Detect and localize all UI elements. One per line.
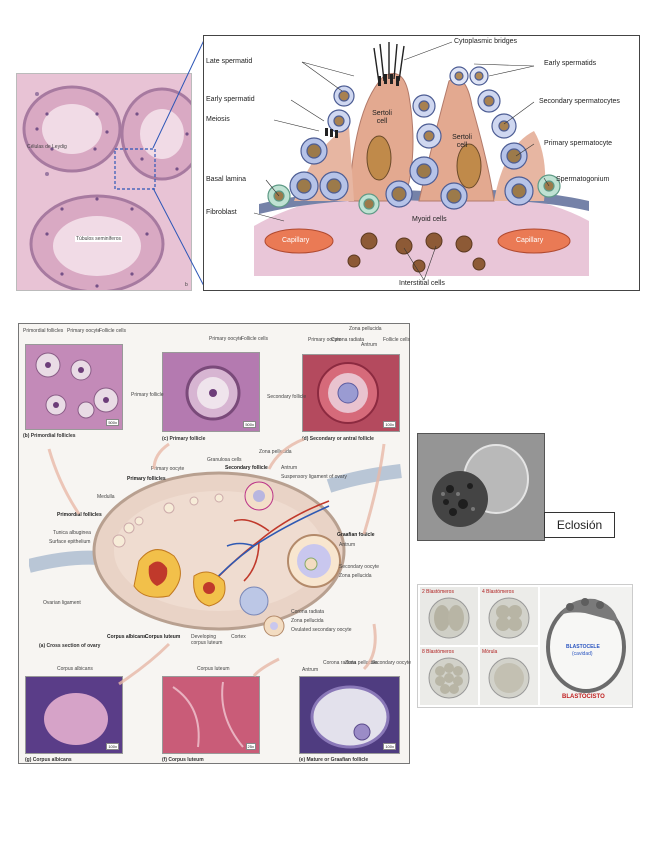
embryo-8-cell: 8 Blastómeros (420, 647, 478, 705)
seminiferous-diagram-svg (204, 36, 639, 290)
embryo-morula: Mórula (480, 647, 538, 705)
tubules-label: Túbulos seminíferos (75, 236, 122, 242)
hatching-image (417, 433, 545, 541)
zoom-lines (150, 30, 210, 295)
label-late-spermatid: Late spermatid (206, 58, 252, 66)
seminiferous-diagram: Cytoplasmic bridges Late spermatid Early… (203, 35, 640, 291)
label-cytoplasmic-bridges: Cytoplasmic bridges (454, 38, 517, 46)
label-fibroblast: Fibroblast (206, 209, 237, 217)
label-basal-lamina: Basal lamina (206, 176, 246, 184)
label-interstitial-cells: Interstitial cells (399, 280, 445, 288)
embryo-panel: 2 Blastómeros 4 Blastómeros 8 Blastómero… (417, 584, 633, 708)
label-myoid-cells: Myoid cells (412, 216, 447, 224)
stage-label-2: 2 Blastómeros (422, 588, 454, 596)
ovary-figure: 500x Primordial follicles Primary oocyte… (18, 323, 410, 764)
hatching-label-box: Eclosión (544, 512, 615, 538)
label-capillary-right: Capillary (516, 237, 543, 245)
blastocyst-label: BLASTOCISTO (562, 693, 605, 701)
label-secondary-spermatocytes: Secondary spermatocytes (539, 98, 620, 106)
cavity-label: (cavidad) (572, 650, 593, 658)
embryo-4-cell: 4 Blastómeros (480, 587, 538, 645)
label-spermatogonium: Spermatogonium (556, 176, 609, 184)
embryo-2-cell: 2 Blastómeros (420, 587, 478, 645)
label-sertoli-cell-1: Sertoli cell (369, 110, 395, 126)
leydig-label: Células de Leydig (27, 144, 67, 150)
stage-label-4: 4 Blastómeros (482, 588, 514, 596)
stage-label-morula: Mórula (482, 648, 497, 656)
embryo-blastocyst: BLASTOCELE (cavidad) BLASTOCISTO (540, 587, 632, 705)
label-primary-spermatocyte: Primary spermatocyte (544, 140, 612, 148)
label-early-spermatids: Early spermatids (544, 60, 596, 68)
stage-label-8: 8 Blastómeros (422, 648, 454, 656)
label-meiosis: Meiosis (206, 116, 230, 124)
label-early-spermatid: Early spermatid (206, 96, 255, 104)
ovary-arrows (19, 324, 411, 765)
label-sertoli-cell-2: Sertoli cell (449, 134, 475, 150)
hatching-svg (418, 434, 545, 541)
hatching-label: Eclosión (545, 513, 614, 537)
label-capillary-left: Capillary (282, 237, 309, 245)
